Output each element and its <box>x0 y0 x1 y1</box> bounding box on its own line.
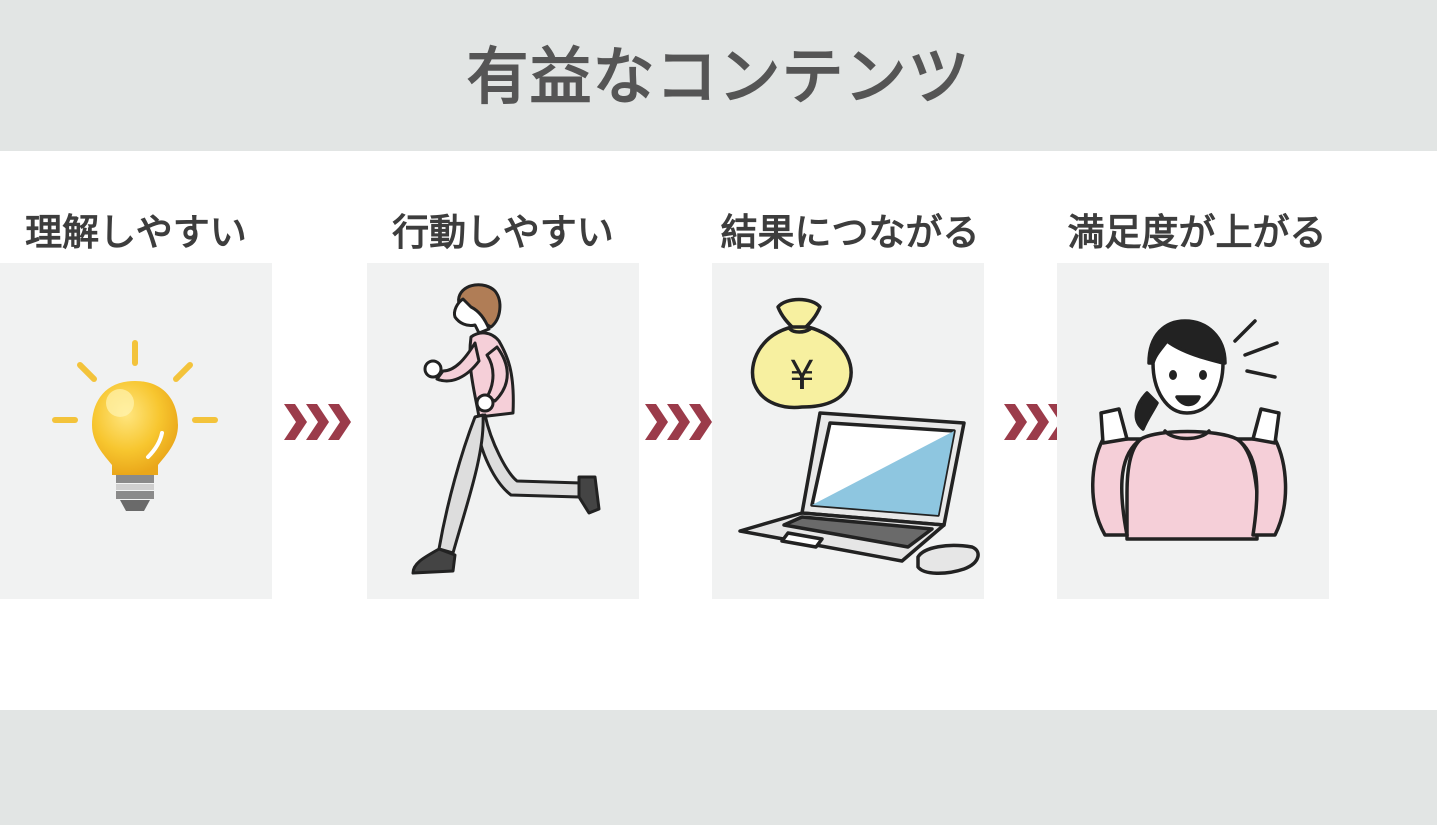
step-panel-understand <box>0 263 272 599</box>
money-bag-laptop-icon: ¥ <box>738 297 980 575</box>
lightbulb-icon <box>52 340 218 511</box>
step-panel-satisfaction <box>1057 263 1329 599</box>
yen-symbol: ¥ <box>789 353 814 399</box>
happy-woman-icon <box>1091 319 1288 541</box>
chevron-arrows-icon <box>284 404 351 440</box>
step-label-results: 結果につながる <box>720 211 980 254</box>
running-woman-icon <box>411 283 601 575</box>
step-label-satisfaction: 満足度が上がる <box>1067 211 1327 254</box>
footer-bar <box>0 710 1437 825</box>
step-label-understand: 理解しやすい <box>25 211 247 254</box>
step-label-actionable: 行動しやすい <box>392 211 614 254</box>
page-title: 有益なコンテンツ <box>466 40 971 113</box>
step-panel-results: ¥ <box>712 263 984 599</box>
header-bar: 有益なコンテンツ <box>0 0 1437 151</box>
step-panel-actionable <box>367 263 639 599</box>
chevron-arrows-icon <box>645 404 712 440</box>
